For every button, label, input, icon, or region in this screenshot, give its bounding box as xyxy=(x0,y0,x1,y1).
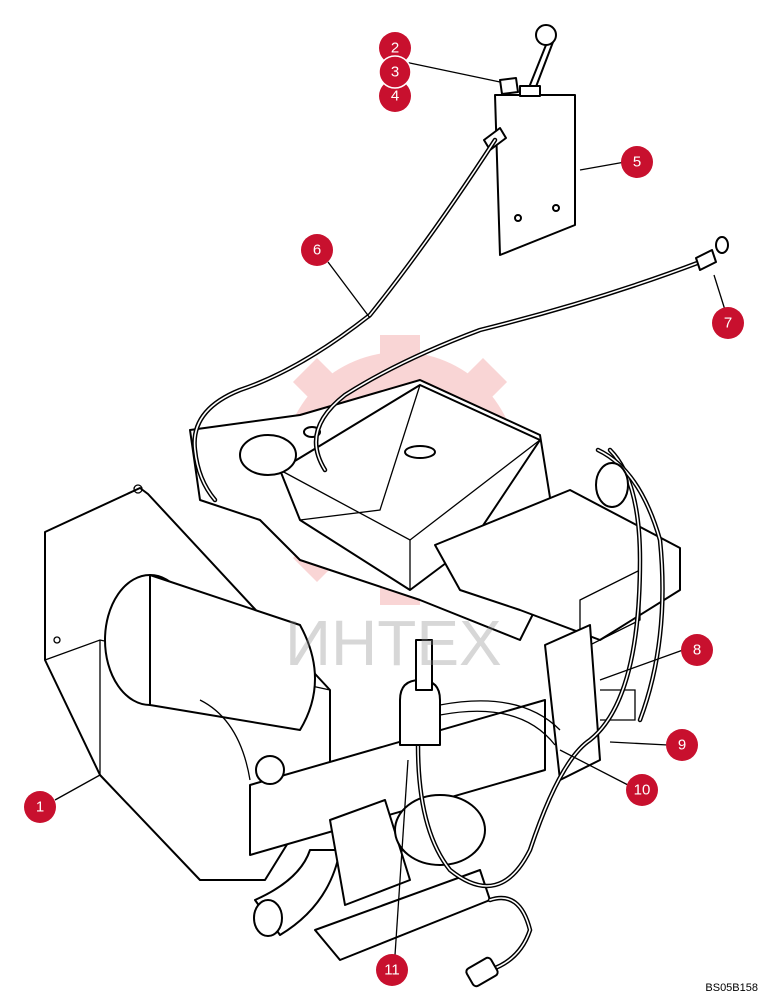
callout-label-10: 10 xyxy=(634,782,651,799)
callout-leaders xyxy=(54,61,726,956)
callout-label-5: 5 xyxy=(633,154,641,171)
callout-9: 9 xyxy=(666,729,698,761)
callout-5: 5 xyxy=(621,146,653,178)
callout-8: 8 xyxy=(681,634,713,666)
callout-7: 7 xyxy=(712,307,744,339)
callout-label-4: 4 xyxy=(391,88,399,105)
callout-label-7: 7 xyxy=(724,315,732,332)
callout-label-2: 2 xyxy=(391,40,399,57)
callout-label-9: 9 xyxy=(678,737,686,754)
callout-10: 10 xyxy=(626,774,658,806)
throttle-cable xyxy=(192,137,498,503)
callout-11: 11 xyxy=(376,954,408,986)
callout-4: 4 xyxy=(379,80,411,112)
hose-assembly xyxy=(399,447,665,988)
callout-2: 2 xyxy=(379,32,411,64)
callout-label-8: 8 xyxy=(693,642,701,659)
callout-1: 1 xyxy=(24,791,56,823)
choke-cable xyxy=(313,236,729,473)
control-lever-assembly xyxy=(483,24,576,256)
callout-3: 3 xyxy=(378,55,412,89)
watermark-text: ИНТЕХ xyxy=(285,607,502,679)
reference-code: BS05B158 xyxy=(705,982,758,994)
callout-label-1: 1 xyxy=(36,799,44,816)
callout-label-6: 6 xyxy=(313,242,321,259)
callout-6: 6 xyxy=(301,234,333,266)
callout-label-3: 3 xyxy=(391,64,399,81)
callout-label-11: 11 xyxy=(384,962,400,979)
lower-frame xyxy=(199,699,546,961)
